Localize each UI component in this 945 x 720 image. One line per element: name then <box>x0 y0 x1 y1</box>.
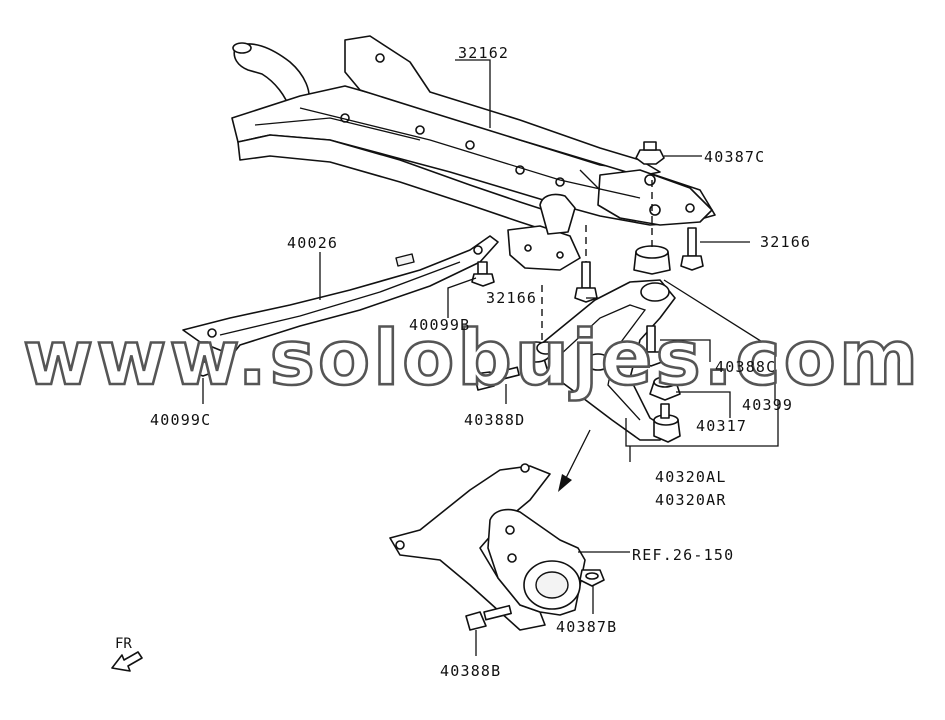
label-40387C: 40387C <box>704 148 765 166</box>
bolt-40388D <box>473 366 520 391</box>
bolt-32166-center <box>574 261 598 303</box>
label-40099B: 40099B <box>409 316 470 334</box>
label-40320AL: 40320AL <box>655 468 727 486</box>
label-ref-26-150: REF.26-150 <box>632 546 734 564</box>
knuckle-assembly <box>389 463 586 631</box>
label-40387B: 40387B <box>556 618 617 636</box>
lower-arm-40320 <box>520 279 681 443</box>
label-32166-right: 32166 <box>760 233 811 251</box>
nut-40387B <box>579 569 605 587</box>
label-40026: 40026 <box>287 234 338 252</box>
label-40317: 40317 <box>696 417 747 435</box>
label-40099C: 40099C <box>150 411 211 429</box>
bushing-40399 <box>633 245 671 275</box>
label-32166-center: 32166 <box>486 289 537 307</box>
label-40399: 40399 <box>742 396 793 414</box>
direction-arrow <box>558 429 591 492</box>
leader-lines <box>202 59 779 656</box>
label-40388D: 40388D <box>464 411 525 429</box>
crossmember-32162 <box>231 35 716 271</box>
label-40388B: 40388B <box>440 662 501 680</box>
fr-label: FR <box>115 636 132 652</box>
bolt-40388C <box>639 325 663 367</box>
nut-40317 <box>649 376 681 419</box>
label-32162: 32162 <box>458 44 509 62</box>
label-40388C: 40388C <box>715 358 776 376</box>
fr-indicator: FR <box>111 636 143 672</box>
bolt-40387C <box>635 141 665 165</box>
fr-arrow-icon <box>111 651 143 672</box>
bolt-40099B <box>471 261 495 287</box>
watermark: www.solobujes.com <box>23 313 921 402</box>
bolt-32166-right <box>680 227 704 271</box>
bolt-40388B <box>465 604 512 631</box>
label-40320AR: 40320AR <box>655 491 727 509</box>
bolt-40099C <box>191 341 215 377</box>
